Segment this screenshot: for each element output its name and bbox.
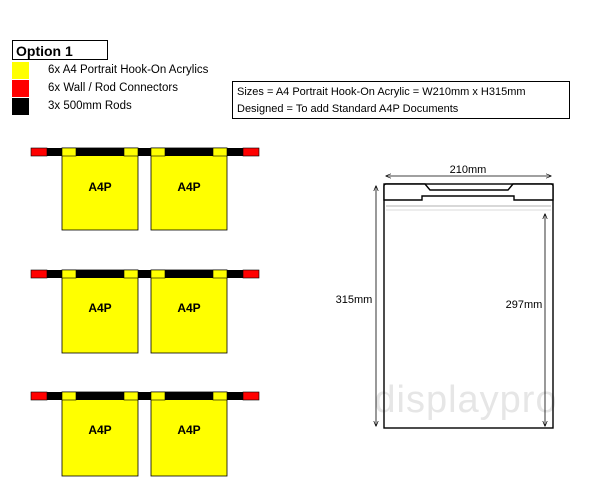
a4p-panel [150,391,228,477]
designed-text: Designed = To add Standard A4P Documents [237,103,459,115]
watermark-text: displaypro [374,379,557,421]
sizes-text: Sizes = A4 Portrait Hook-On Acrylic = W2… [237,86,526,98]
panel-label: A4P [177,180,200,194]
panel-hook [150,147,166,157]
a4p-panel [61,147,139,231]
height-label: 315mm [336,294,373,306]
rod [31,148,259,156]
connector-left [30,147,48,157]
connector-right [242,147,260,157]
panel-label: A4P [177,301,200,315]
legend-label: 6x Wall / Rod Connectors [48,82,178,94]
a4p-panel [150,269,228,354]
legend-label: 3x 500mm Rods [48,100,132,112]
panel-hook [212,269,228,279]
yellow-swatch [12,62,29,79]
width-label: 210mm [450,164,487,176]
rod-assembly: A4P A4P [30,147,260,231]
panel-hook [61,147,77,157]
legend-label: 6x A4 Portrait Hook-On Acrylics [48,64,209,76]
option-title: Option 1 [12,40,108,60]
acrylic-outline [383,183,554,429]
panel-hook [61,391,77,401]
panel-label: A4P [88,301,111,315]
hook-top [383,183,554,201]
panel-hook [212,147,228,157]
black-swatch [12,98,29,115]
rod [31,270,259,278]
connector-right [242,269,260,279]
panel-hook [150,269,166,279]
panel-label: A4P [177,423,200,437]
panel-hook [61,269,77,279]
panel-label: A4P [88,180,111,194]
inner-height-label: 297mm [506,299,543,311]
sizes-info-box: Sizes = A4 Portrait Hook-On Acrylic = W2… [232,81,570,119]
rod-assembly: A4P A4P [30,269,260,354]
panel-hook [212,391,228,401]
panel-hook [123,391,139,401]
connector-left [30,391,48,401]
acrylic-technical-drawing: displaypro 210mm 315mm 297mm [336,164,557,429]
rod [31,392,259,400]
panel-hook [123,147,139,157]
red-swatch [12,80,29,97]
a4p-panel [61,391,139,477]
panel-hook [150,391,166,401]
connector-right [242,391,260,401]
rod-assembly: A4P A4P [30,391,260,477]
connector-left [30,269,48,279]
panel-label: A4P [88,423,111,437]
a4p-panel [150,147,228,231]
panel-hook [123,269,139,279]
